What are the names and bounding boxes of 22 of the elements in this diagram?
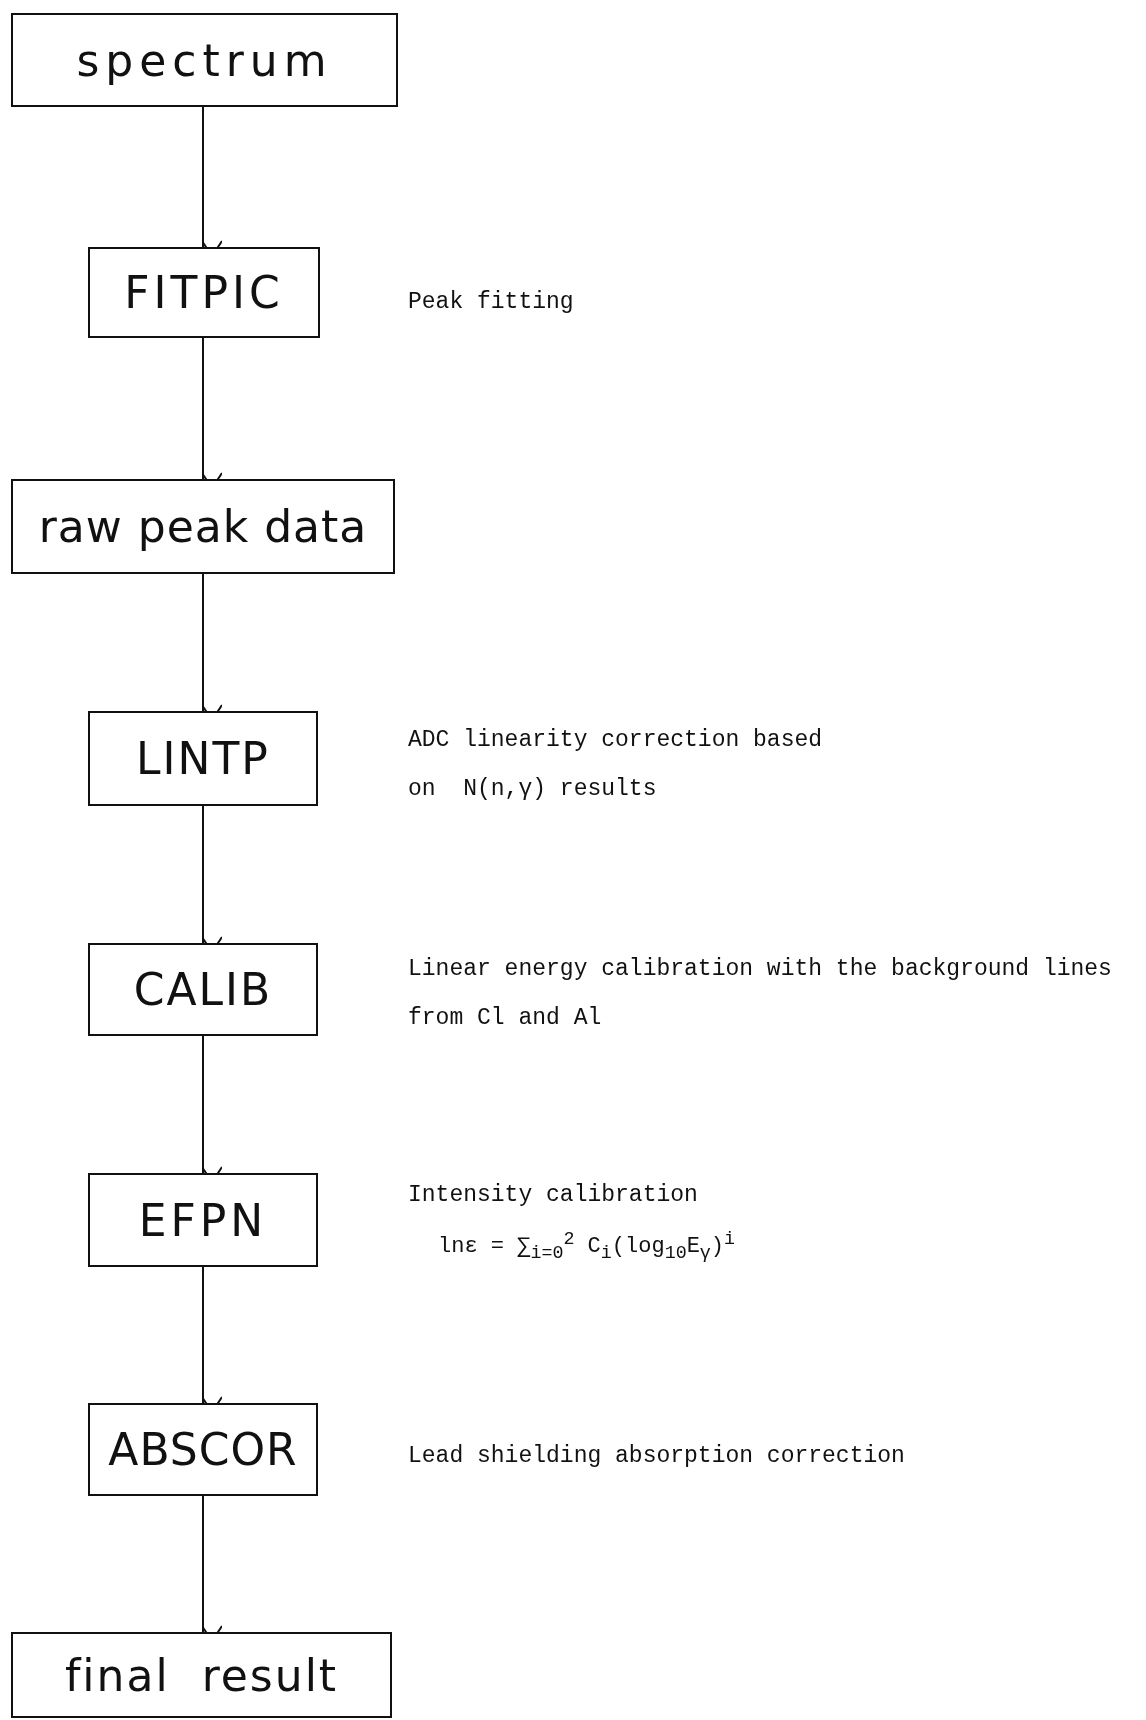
- process-box: [88, 711, 318, 806]
- step-label: raw peak data: [38, 501, 368, 552]
- step-description: ADC linearity correction based on N(n,γ) results: [408, 726, 824, 804]
- formula-text: lnε = ∑$_{i=0}$$^{2}$ C$_{i}$(log$_{10}$E$_{γ}$)$^{i}$: [438, 1228, 737, 1266]
- process-box: [11, 479, 395, 574]
- step-label: ABSCOR: [108, 1424, 298, 1475]
- step-description: Lead shielding absorption correction: [408, 1442, 906, 1471]
- process-box: [88, 247, 320, 338]
- process-box: [88, 1173, 318, 1267]
- process-box: [88, 1403, 318, 1496]
- step-description: Intensity calibration: [408, 1181, 699, 1210]
- step-description: Linear energy calibration with the background lines from Cl and Al: [408, 955, 1113, 1033]
- process-box: [11, 1632, 392, 1718]
- process-box: [11, 13, 398, 107]
- step-description: Peak fitting: [408, 288, 575, 317]
- process-box: [88, 943, 318, 1036]
- step-label: final result: [64, 1649, 339, 1701]
- step-label: FITPIC: [124, 267, 284, 318]
- step-label: spectrum: [76, 34, 333, 86]
- step-label: CALIB: [133, 964, 273, 1015]
- step-label: LINTP: [136, 733, 270, 784]
- step-label: EFPN: [138, 1194, 268, 1246]
